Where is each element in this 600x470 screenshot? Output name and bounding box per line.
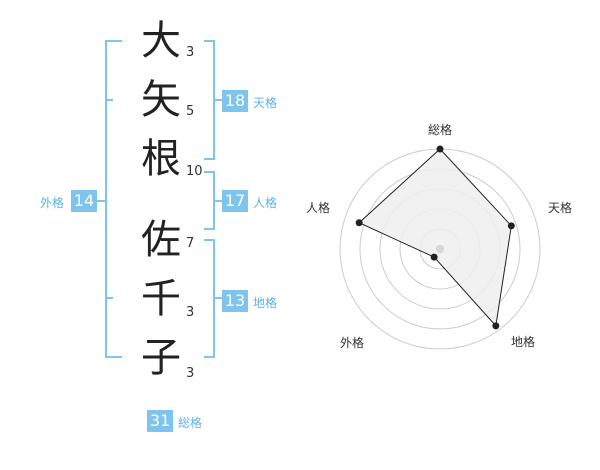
radar-axis-label: 外格	[340, 336, 365, 350]
soukaku-value: 31	[147, 410, 173, 432]
radar-point	[355, 219, 363, 227]
radar-point	[507, 222, 515, 230]
name-character: 千	[141, 276, 181, 322]
chikaku-value: 13	[222, 290, 248, 312]
radar-center-dot	[436, 245, 444, 253]
tenkaku-label: 天格	[253, 96, 278, 110]
name-character: 根	[141, 136, 181, 182]
radar-axis-label: 総格	[428, 123, 453, 137]
stroke-count: 3	[186, 366, 195, 381]
stroke-count: 5	[186, 104, 195, 119]
radar-point	[492, 322, 500, 330]
tenkaku-value: 18	[222, 90, 248, 112]
stroke-count: 3	[186, 305, 195, 320]
radar-axis-label: 地格	[511, 335, 536, 349]
name-character: 子	[141, 335, 181, 381]
jinkaku-value: 17	[222, 190, 248, 212]
radar-point	[430, 253, 438, 261]
stroke-count: 10	[186, 164, 203, 179]
chikaku-label: 地格	[253, 296, 278, 310]
radar-polygon	[358, 148, 512, 327]
name-character: 矢	[141, 77, 181, 123]
radar-point	[436, 145, 444, 153]
gaikaku-value: 14	[71, 190, 97, 212]
jinkaku-label: 人格	[253, 196, 278, 210]
stroke-count: 7	[186, 236, 195, 251]
name-character: 大	[141, 18, 181, 64]
stroke-count: 3	[186, 45, 195, 60]
name-character: 佐	[141, 217, 181, 263]
gaikaku-bracket	[105, 40, 122, 358]
radar-axis-label: 天格	[548, 201, 573, 215]
gaikaku-label: 外格	[40, 196, 65, 210]
radar-axis-label: 人格	[306, 201, 331, 215]
soukaku-label: 総格	[178, 416, 203, 430]
